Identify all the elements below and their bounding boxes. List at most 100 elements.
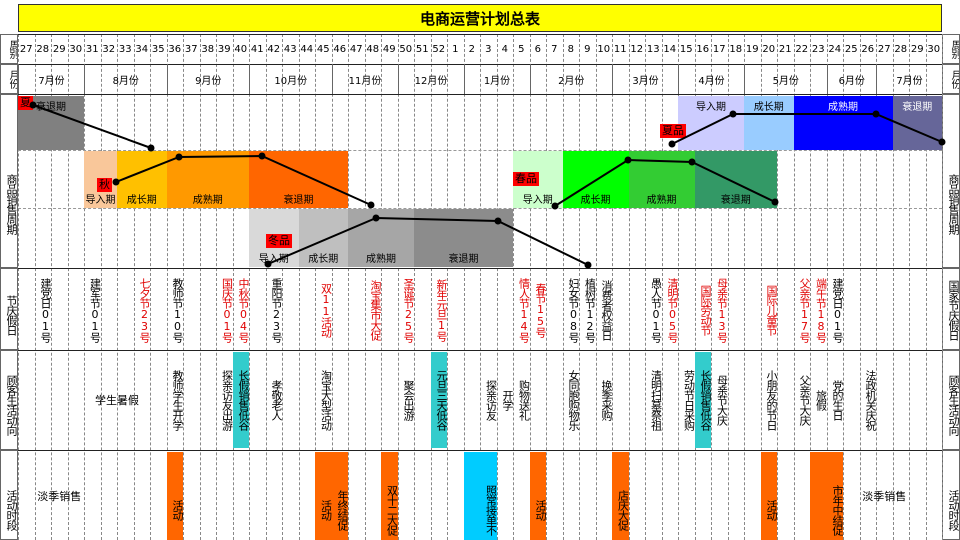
month-label: 7月份 [876,64,942,94]
holiday-label: 重阳节23号 [270,278,282,342]
grid-line [133,34,135,540]
lifecycle-phase: 成长期 [298,209,348,267]
week-number: 44 [300,43,314,55]
activity-label: 活动 [529,452,546,540]
holiday-label: 中秋节04号 [237,278,249,342]
season-tag: 秋 [97,178,112,192]
lifecycle-phase: 成熟期 [348,209,414,267]
grid-line [711,34,712,540]
activity-label: 照常接单不 [463,452,497,540]
grid-line [232,34,234,540]
grid-line [397,34,399,540]
grid-line [612,34,613,540]
section-divider [18,94,942,95]
week-number: 10 [597,43,611,55]
week-number: 46 [333,43,347,55]
grid-line [51,34,52,540]
week-number: 30 [69,43,83,55]
behavior-label: 长假销售低谷 [232,352,249,448]
grid-line [249,34,250,540]
lifecycle-point [668,140,676,148]
month-label: 2月份 [529,64,613,94]
week-number: 50 [399,43,413,55]
grid-line [546,34,547,540]
grid-line [892,34,894,540]
grid-line [513,34,514,540]
grid-line [826,34,828,540]
grid-line [117,34,118,540]
activity-label: 活动 [166,452,183,540]
week-number: 1 [452,43,459,55]
behavior-label: 女同胞购物乐 [567,370,579,430]
grid-line [579,34,580,540]
week-number: 29 [52,43,66,55]
holiday-label: 愚人节01号 [649,278,662,342]
behavior-label: 法政机关庆祝 [864,370,876,430]
lifecycle-phase: 衰退期 [414,209,513,267]
holiday-label: 新年元旦1号 [435,279,447,341]
activity-label: 双十二大促 [381,452,398,540]
season-tag: 春品 [513,172,539,186]
holiday-label: 春节15号 [534,283,546,337]
week-number: 27 [877,43,891,55]
week-number: 27 [19,43,33,55]
behavior-label: 开学 [501,390,513,410]
month-label: 12月份 [397,64,464,94]
grid-line [34,34,36,540]
week-number: 4 [501,43,508,55]
grid-line [529,34,531,540]
week-number: 16 [696,43,710,55]
behavior-label: 小朋友的节日 [765,370,777,430]
week-number: 40 [234,43,248,55]
activity-label: 淡季销售 [37,490,82,503]
week-number: 19 [745,43,759,55]
grid-line [496,34,498,540]
grid-line [727,34,729,540]
week-number: 28 [894,43,908,55]
week-number: 24 [828,43,842,55]
lifecycle-phase: 成熟期 [628,151,695,208]
holiday-label: 教师节10号 [171,278,183,342]
section-divider [18,268,942,269]
week-number: 26 [861,43,875,55]
row-label-week: 周别 [0,34,18,64]
grid-line [381,34,382,540]
grid-line [909,34,910,540]
row-label-activity: 活动时段 [0,450,18,540]
week-number: 15 [679,43,693,55]
week-number: 36 [168,43,182,55]
month-label: 6月份 [826,64,877,94]
section-divider [18,34,942,35]
grid-line [331,34,333,540]
grid-line [661,34,663,540]
month-label: 9月份 [166,64,250,94]
week-number: 5 [518,43,525,55]
week-number: 17 [712,43,726,55]
week-number: 41 [250,43,264,55]
row-label-behavior-right: 顾客生活动向 [942,350,960,450]
activity-label: 淡季销售 [862,490,907,503]
week-number: 21 [778,43,792,55]
week-number: 49 [382,43,396,55]
week-number: 22 [795,43,809,55]
activity-label: 市年中结促 [810,452,843,540]
holiday-label: 母亲节13号 [715,278,728,342]
behavior-label: 母亲节大庆 [715,375,728,425]
lifecycle-phase: 成长期 [562,151,629,208]
week-number: 39 [217,43,231,55]
holiday-label: 消费者权益日 [600,280,612,340]
lifecycle-phase: 衰退期 [249,151,348,208]
week-number: 2 [468,43,475,55]
week-number: 18 [729,43,743,55]
grid-line [315,34,316,540]
week-number: 51 [415,43,429,55]
holiday-label: 国际劳动节 [699,285,711,335]
week-number: 38 [201,43,215,55]
holiday-label: 七夕节23号 [138,278,150,342]
holiday-label: 植树节12号 [583,278,596,342]
season-tag: 冬品 [266,234,292,248]
behavior-label: 学生暑假 [95,394,139,407]
behavior-label: 旅假 [814,390,827,410]
row-label-activity-right: 活动时段 [942,450,960,540]
